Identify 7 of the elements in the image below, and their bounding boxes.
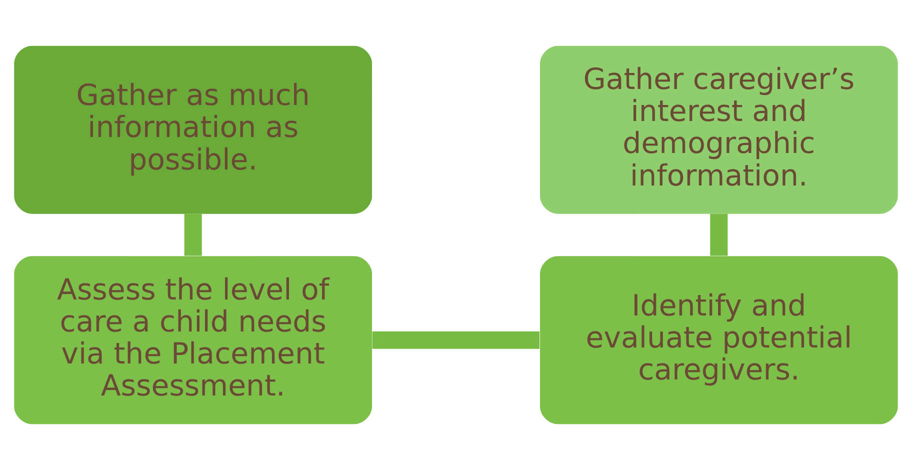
node-box: Identify and evaluate potential caregivers. — [540, 256, 898, 424]
node-box: Assess the level of care a child needs via the Placement Assessment. — [14, 256, 372, 424]
node-box: Gather caregiver’s interest and demographic information. — [540, 45, 898, 214]
connector — [372, 330, 540, 348]
node-box: Gather as much information as possible. — [14, 45, 372, 214]
connector — [710, 213, 728, 256]
connector — [184, 213, 202, 256]
